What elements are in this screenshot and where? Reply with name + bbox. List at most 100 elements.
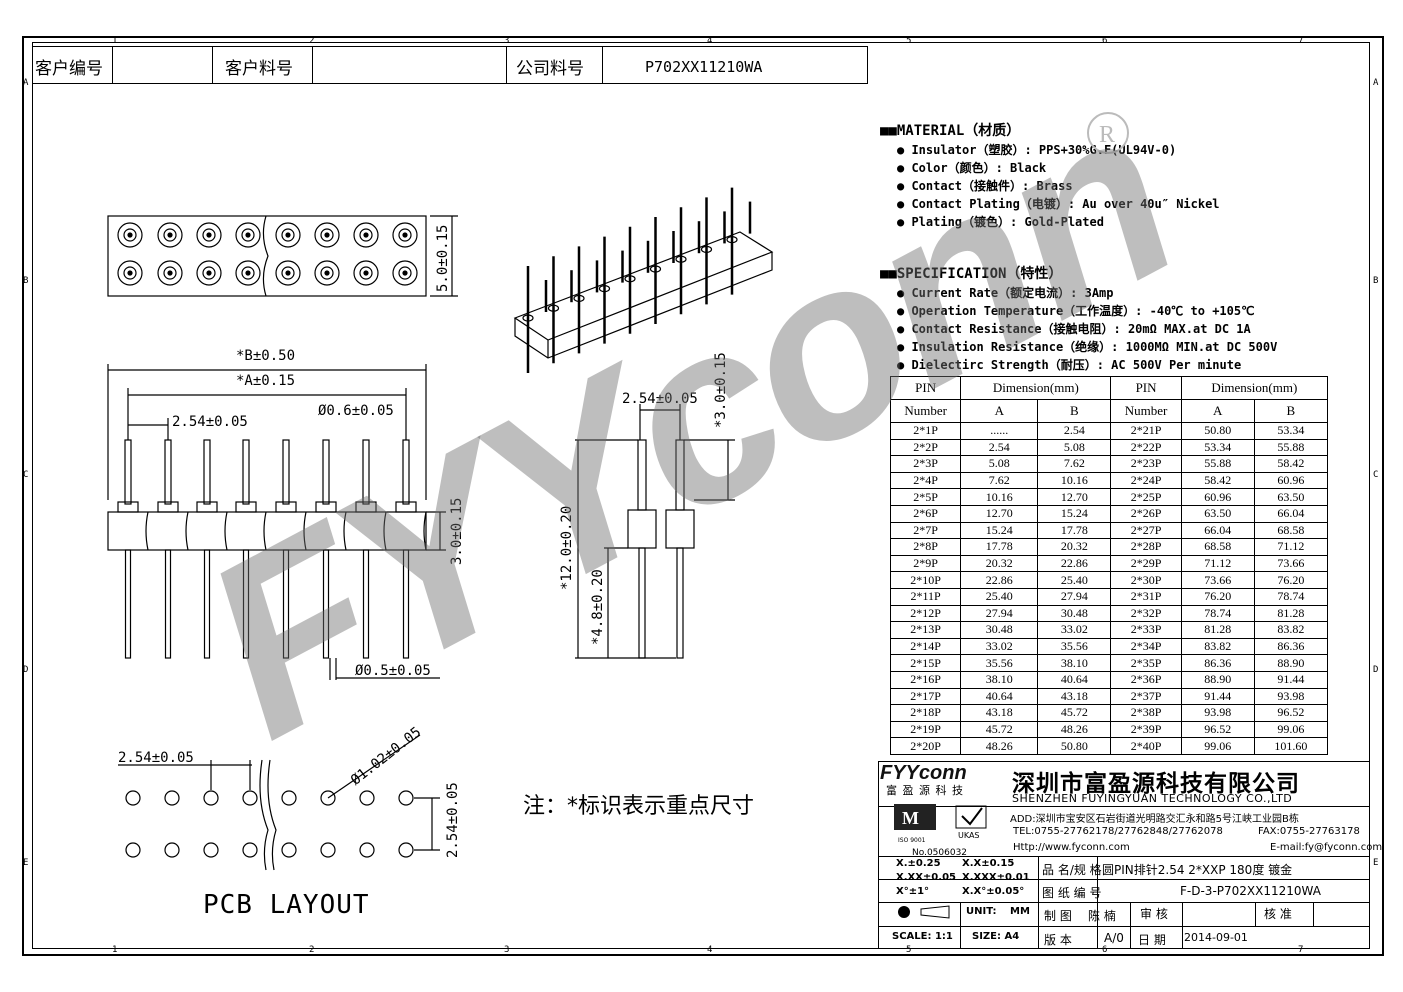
top-view-contact xyxy=(196,222,222,248)
top-view-contact-pin xyxy=(245,270,251,276)
table-cell: 86.36 xyxy=(1180,654,1255,672)
table-cell: 22.86 xyxy=(960,571,1039,589)
unit-value: MM xyxy=(1010,906,1030,917)
table-cell: 15.24 xyxy=(1037,504,1112,523)
table-cell: 93.98 xyxy=(1253,687,1329,706)
dim-a-width: *A±0.15 xyxy=(236,373,296,389)
dim-pitch: 2.54±0.05 xyxy=(172,414,248,430)
top-view-contact-inner xyxy=(163,228,177,242)
version-value: A/0 xyxy=(1104,931,1124,945)
spec-item: ● Current Rate（额定电流）: 3Amp xyxy=(897,286,1114,300)
table-cell: 99.06 xyxy=(1253,720,1329,739)
col-b-header-1: B xyxy=(1037,399,1112,423)
table-cell: 35.56 xyxy=(1037,637,1112,656)
table-cell: 40.64 xyxy=(960,687,1039,706)
front-pin-top xyxy=(362,439,370,505)
zone-col-bottom-1: 1 xyxy=(112,945,118,955)
certification-logos: M UKAS ISO 9001 xyxy=(894,804,987,844)
top-view-contact xyxy=(117,260,143,286)
drawing-no-value: F-D-3-P702XX11210WA xyxy=(1180,884,1321,898)
dimension-header-2: Dimension(mm) xyxy=(1180,376,1329,400)
table-cell: 86.36 xyxy=(1253,637,1329,656)
table-cell: 88.90 xyxy=(1253,654,1329,672)
projection-symbol-icon xyxy=(898,905,950,919)
table-cell: 12.70 xyxy=(1037,488,1112,506)
table-cell: 63.50 xyxy=(1253,488,1329,506)
table-cell: 2*32P xyxy=(1110,604,1182,623)
table-cell: 2*1P xyxy=(889,422,962,440)
table-cell: 2*30P xyxy=(1110,571,1182,589)
company-tel: TEL:0755-27762178/27762848/27762078 xyxy=(1013,826,1223,837)
top-view-contact-pin xyxy=(285,270,291,276)
front-pin-bottom xyxy=(402,549,410,659)
top-view-contact-inner xyxy=(202,266,216,280)
table-cell: 91.44 xyxy=(1180,687,1255,706)
pcb-hole xyxy=(164,790,180,806)
size-value: SIZE: A4 xyxy=(972,931,1020,942)
front-body-divider xyxy=(343,511,347,551)
dim-side-top: *3.0±0.15 xyxy=(713,352,729,428)
zone-row-D: D xyxy=(23,665,29,675)
pin-header-1: PIN xyxy=(889,376,962,400)
company-logo: FYYconn xyxy=(880,762,967,784)
table-cell: 2*7P xyxy=(889,521,962,540)
dim-side-pitch: 2.54±0.05 xyxy=(622,391,698,407)
dimension-table: PIN Dimension(mm) PIN Dimension(mm) Numb… xyxy=(889,376,1329,755)
table-cell: 2*5P xyxy=(889,488,962,506)
table-cell: 2*23P xyxy=(1110,455,1182,473)
table-cell: 10.16 xyxy=(960,488,1039,506)
iso-pin-head xyxy=(700,245,713,253)
zone-col-bottom-2: 2 xyxy=(309,945,315,955)
pcb-hole xyxy=(359,790,375,806)
table-cell: 55.88 xyxy=(1180,455,1255,473)
table-cell: 30.48 xyxy=(1037,604,1112,623)
pcb-hole xyxy=(398,790,414,806)
drawing-no-label: 图 纸 编 号 xyxy=(1042,886,1102,900)
customer-no-label: 客户编号 xyxy=(35,59,103,79)
dim-b-width: *B±0.50 xyxy=(236,348,296,364)
zone-col-2: 2 xyxy=(309,36,315,46)
top-view-contact xyxy=(157,222,183,248)
table-cell: 7.62 xyxy=(1037,455,1112,473)
version-label: 版 本 xyxy=(1044,933,1072,947)
front-pin-bottom xyxy=(124,549,132,659)
zone-col-1: 1 xyxy=(112,36,118,46)
dim-side-total: *12.0±0.20 xyxy=(559,505,575,590)
top-view-contact xyxy=(235,222,261,248)
table-cell: 66.04 xyxy=(1253,504,1329,523)
zone-col-3: 3 xyxy=(504,36,510,46)
table-cell: 27.94 xyxy=(1037,587,1112,606)
dim-pcb-pitch: 2.54±0.05 xyxy=(118,750,194,766)
table-cell: 2*28P xyxy=(1110,538,1182,556)
table-cell: 63.50 xyxy=(1180,504,1255,523)
top-view-contact-inner xyxy=(163,266,177,280)
top-view-contact xyxy=(157,260,183,286)
table-cell: 30.48 xyxy=(960,621,1039,639)
date-value: 2014-09-01 xyxy=(1184,931,1248,944)
top-view-contact-inner xyxy=(241,228,255,242)
table-cell: ...... xyxy=(960,422,1039,440)
top-view-contact-pin xyxy=(402,270,408,276)
zone-col-bottom-7: 7 xyxy=(1298,945,1304,955)
iso-pin-head xyxy=(624,275,636,283)
zone-row-right-B: B xyxy=(1373,276,1379,286)
table-cell: 96.52 xyxy=(1180,720,1255,739)
table-cell: 33.02 xyxy=(960,637,1039,656)
table-cell: 101.60 xyxy=(1253,737,1329,755)
pcb-hole xyxy=(242,790,258,806)
table-cell: 5.08 xyxy=(1037,438,1112,457)
table-cell: 71.12 xyxy=(1180,554,1255,573)
table-cell: 60.96 xyxy=(1180,488,1255,506)
scale-value: SCALE: 1:1 xyxy=(892,931,953,942)
zone-row-B: B xyxy=(23,276,29,286)
table-cell: 76.20 xyxy=(1253,571,1329,589)
side-body xyxy=(665,509,695,549)
top-view-contact-inner xyxy=(320,266,334,280)
customer-part-label: 客户料号 xyxy=(225,59,293,79)
pcb-hole xyxy=(281,790,297,806)
top-view-contact-inner xyxy=(123,266,137,280)
header-bar xyxy=(32,46,868,84)
